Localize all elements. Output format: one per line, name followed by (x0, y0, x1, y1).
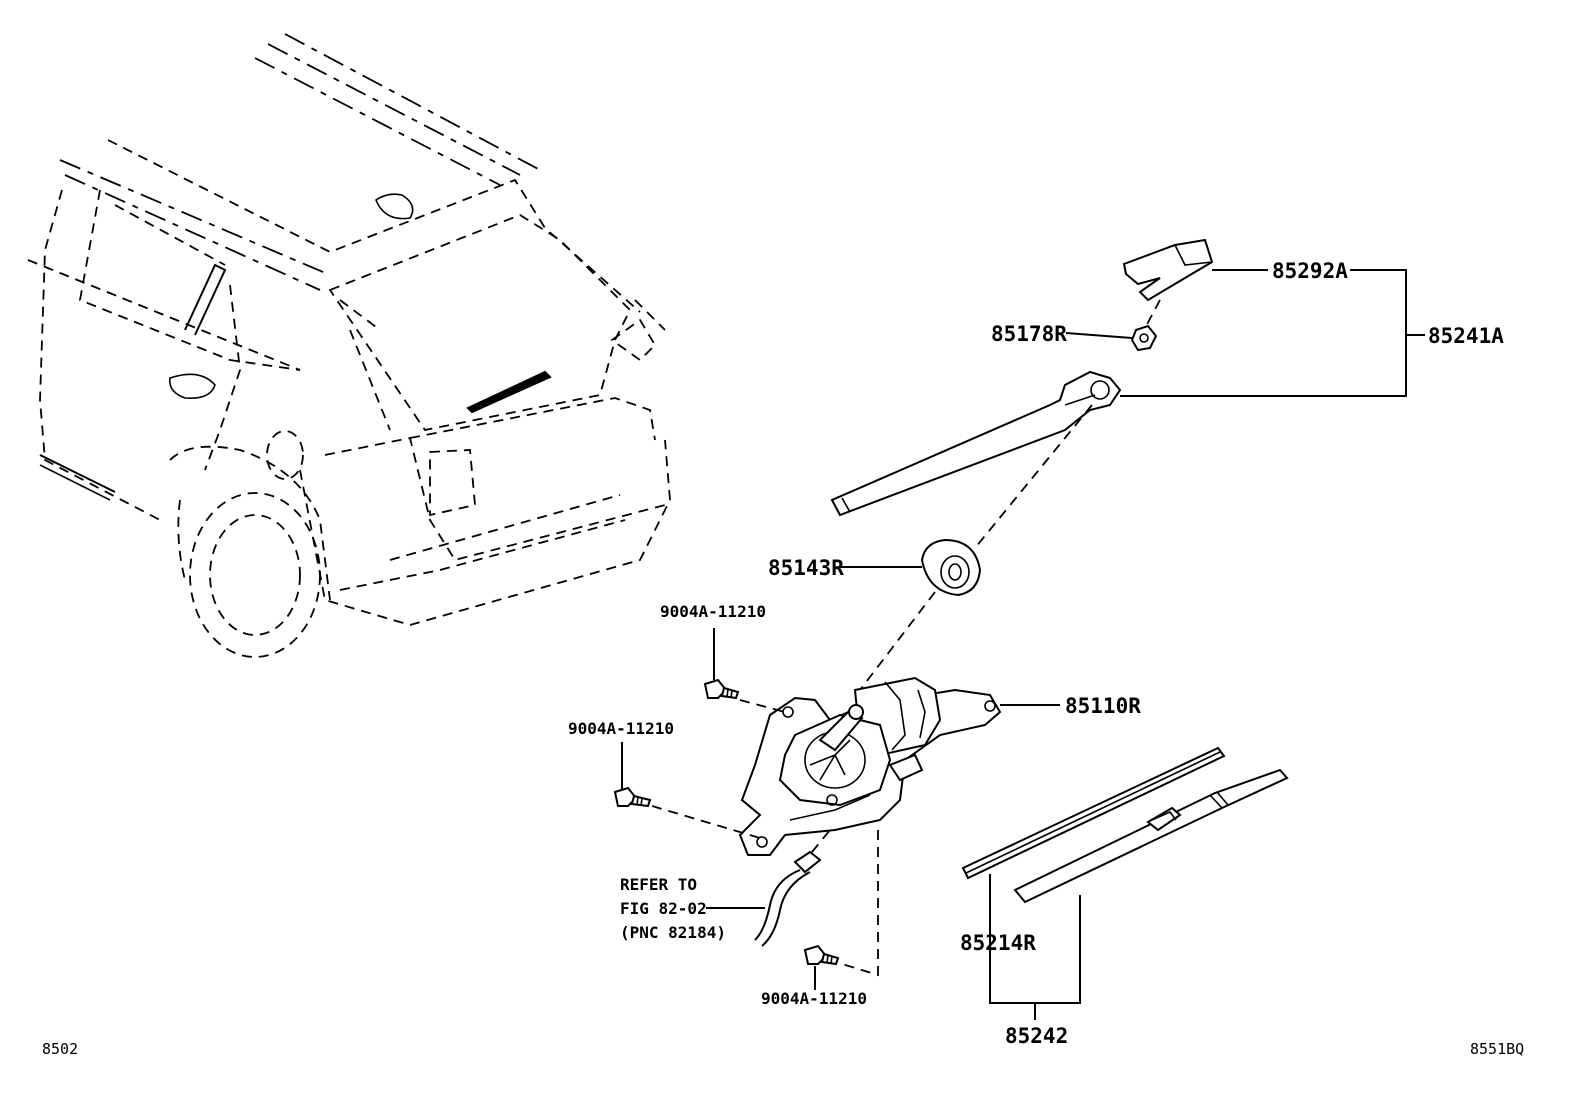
page-code-right: 8551BQ (1470, 1040, 1524, 1058)
bolt-left-part (613, 786, 652, 808)
bolt-top-dashline (739, 699, 786, 713)
reference-line-1: REFER TO (620, 875, 697, 894)
reference-line-2: FIG 82-02 (620, 899, 707, 918)
reference-line-3: (PNC 82184) (620, 923, 726, 942)
grommet-motor-dashline (859, 591, 936, 691)
cap-part-number: 85292A (1272, 259, 1348, 283)
grommet-part (920, 538, 982, 597)
bolt-left-part-number: 9004A-11210 (568, 719, 674, 738)
nut-part-number: 85178R (991, 322, 1067, 346)
motor-part-number: 85110R (1065, 694, 1141, 718)
harness-connector (754, 829, 831, 947)
bolt-bottom-dashline (841, 830, 879, 977)
arm-assembly-bracket (1120, 269, 1407, 397)
arm-assembly-part-number: 85241A (1428, 324, 1504, 348)
arm-grommet-dashline (974, 404, 1093, 549)
cap-part (1122, 238, 1214, 302)
bolt-bottom-part (803, 944, 840, 966)
page-code-left: 8502 (42, 1040, 78, 1058)
nut-leader (1065, 332, 1133, 339)
bolt-left-dashline (651, 805, 761, 839)
bolt-top-part (703, 678, 740, 700)
blade-insert-part-number: 85214R (960, 931, 1036, 955)
blade-assembly-part (1013, 768, 1289, 904)
cap-nut-dashline (1143, 299, 1161, 331)
vehicle-rear-view (27, 33, 671, 658)
wiper-arm-part (830, 370, 1122, 517)
bolt-bottom-part-number: 9004A-11210 (761, 989, 867, 1008)
nut-part (1130, 324, 1158, 352)
grommet-part-number: 85143R (768, 556, 844, 580)
blade-assembly-part-number: 85242 (1005, 1024, 1068, 1048)
motor-part (738, 676, 1002, 856)
bolt-top-part-number: 9004A-11210 (660, 602, 766, 621)
blade-insert-part (961, 746, 1226, 880)
